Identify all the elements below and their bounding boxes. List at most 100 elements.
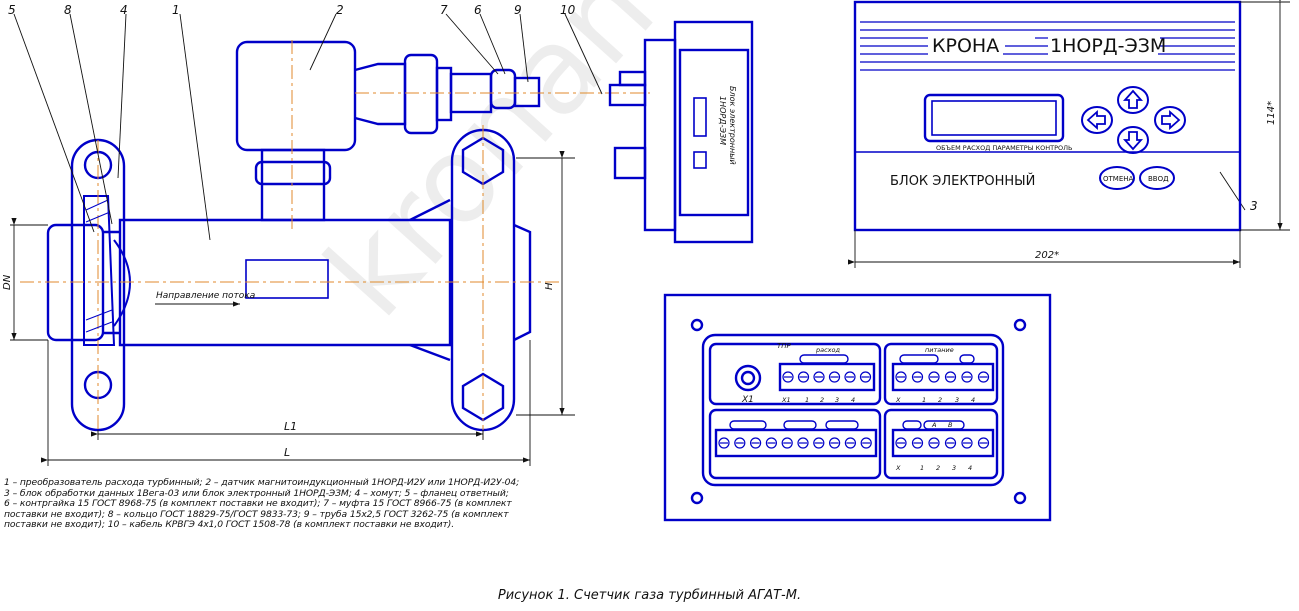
left-arrow-icon[interactable] — [1086, 109, 1106, 131]
figure-title: Рисунок 1. Счетчик газа турбинный АГАТ-М… — [497, 588, 802, 603]
enter-button[interactable]: ВВОД — [1148, 175, 1169, 183]
terminal-screw — [765, 437, 778, 449]
terminal-number: 4 — [971, 396, 975, 404]
terminal-plate — [663, 293, 1052, 522]
power-label: питание — [925, 346, 954, 354]
terminal-screw — [860, 437, 872, 449]
down-arrow-icon[interactable] — [1122, 131, 1144, 151]
x1-connector-label: X1 — [741, 395, 754, 405]
side-block-label-2: 1НОРД-ЭЗМ — [718, 96, 727, 145]
panel-menu-labels: ОБЪЕМ РАСХОД ПАРАМЕТРЫ КОНТРОЛЬ — [936, 144, 1072, 152]
terminal-screw — [928, 371, 940, 383]
terminal-number: 3 — [835, 396, 839, 404]
callout-7: 7 — [440, 3, 448, 17]
row2-right-numbers: X 1 2 3 4 — [895, 464, 972, 472]
panel-dimensions — [847, 0, 1290, 268]
terminal-number: 4 — [968, 464, 972, 472]
dim-l-label: L — [284, 446, 290, 459]
brand-plate — [928, 32, 1003, 56]
terminal-number: 2 — [938, 396, 942, 404]
terminal-screw — [781, 437, 793, 449]
callout-8: 8 — [64, 3, 72, 17]
panel-model: 1НОРД-ЭЗМ — [1050, 35, 1166, 57]
callout-2: 2 — [336, 3, 344, 17]
terminal-number: X1 — [781, 396, 791, 404]
callout-4: 4 — [120, 3, 128, 17]
legend-line: 1 – преобразователь расхода турбинный; 2… — [4, 477, 520, 488]
terminal-number: X — [895, 396, 901, 404]
terminal-number: 3 — [952, 464, 956, 472]
terminal-screw — [734, 437, 746, 449]
panel-grille — [860, 21, 1235, 71]
terminal-screw — [895, 437, 907, 449]
terminal-screw — [928, 437, 940, 449]
nav-buttons — [1081, 86, 1186, 190]
terminal-number: 2 — [936, 464, 940, 472]
leader-lines — [13, 13, 1246, 241]
terminal-number: X — [895, 464, 901, 472]
meter-dimensions — [10, 150, 575, 466]
terminal-screw — [911, 371, 924, 383]
legend-line: поставки не входит); 10 – кабель КРВГЭ 4… — [4, 519, 455, 531]
terminal-screw — [911, 437, 924, 449]
terminal-screw — [977, 437, 990, 449]
terminal-screw — [944, 437, 957, 449]
terminal-screw — [797, 437, 809, 449]
dim-l1-label: L1 — [284, 420, 297, 433]
terminal-number: 4 — [851, 396, 855, 404]
terminal-screws — [718, 371, 990, 449]
terminal-screw — [813, 371, 825, 383]
up-arrow-icon[interactable] — [1122, 89, 1144, 109]
callout-3: 3 — [1250, 199, 1258, 213]
dim-dn-label: DN — [2, 274, 13, 290]
legend-line: поставки не входит); 8 – кольцо ГОСТ 188… — [4, 508, 509, 520]
terminal-screw — [797, 371, 810, 383]
terminal-screw — [859, 371, 872, 383]
panel-block-label: БЛОК ЭЛЕКТРОННЫЙ — [890, 173, 1035, 189]
row1-right-numbers: X 1 2 3 4 — [895, 396, 975, 404]
terminal-screw — [844, 371, 856, 383]
legend-line: 6 – контргайка 15 ГОСТ 8968-75 (в компле… — [4, 498, 512, 510]
cancel-button[interactable]: ОТМЕНА — [1103, 175, 1134, 183]
terminal-screw — [813, 437, 825, 449]
front-panel — [853, 0, 1242, 232]
terminal-screw — [944, 371, 957, 383]
terminal-number: 1 — [920, 464, 924, 472]
model-plate — [1048, 32, 1158, 56]
terminal-screw — [749, 437, 762, 449]
terminal-number: 2 — [820, 396, 824, 404]
block-side-view — [608, 20, 754, 244]
parts-legend: 1 – преобразователь расхода турбинный; 2… — [4, 477, 644, 531]
centerlines — [20, 40, 650, 440]
right-arrow-icon[interactable] — [1161, 109, 1181, 131]
terminal-screw — [718, 437, 730, 449]
terminal-number: 1 — [922, 396, 926, 404]
terminal-number: 1 — [805, 396, 809, 404]
side-block-label-1: Блок электронный — [728, 86, 737, 165]
legend-line: 3 – блок обработки данных 1Вега-03 или б… — [4, 487, 509, 499]
terminal-screw — [977, 371, 990, 383]
terminal-a-label: А — [931, 421, 936, 429]
terminal-b-label: В — [948, 421, 953, 429]
flow-label: расход — [815, 346, 841, 354]
terminal-screw — [782, 371, 794, 383]
terminal-screw — [961, 371, 973, 383]
terminal-screw — [828, 437, 841, 449]
dim-h-label: H — [544, 282, 555, 290]
terminal-screw — [961, 437, 973, 449]
terminal-screw — [895, 371, 907, 383]
callout-10: 10 — [560, 3, 576, 17]
flow-direction-label: Направление потока — [156, 291, 255, 301]
callout-1: 1 — [172, 3, 180, 17]
terminal-screw — [828, 371, 841, 383]
panel-brand: КРОНА — [932, 35, 999, 57]
callout-9: 9 — [514, 3, 522, 17]
tpr-label: ТПР — [777, 342, 792, 350]
dim-width-label: 202* — [1035, 250, 1059, 261]
terminal-screw — [844, 437, 857, 449]
callout-6: 6 — [474, 3, 482, 17]
terminal-number: 3 — [955, 396, 959, 404]
dim-height-label: 114* — [1266, 101, 1277, 125]
callout-5: 5 — [8, 3, 16, 17]
